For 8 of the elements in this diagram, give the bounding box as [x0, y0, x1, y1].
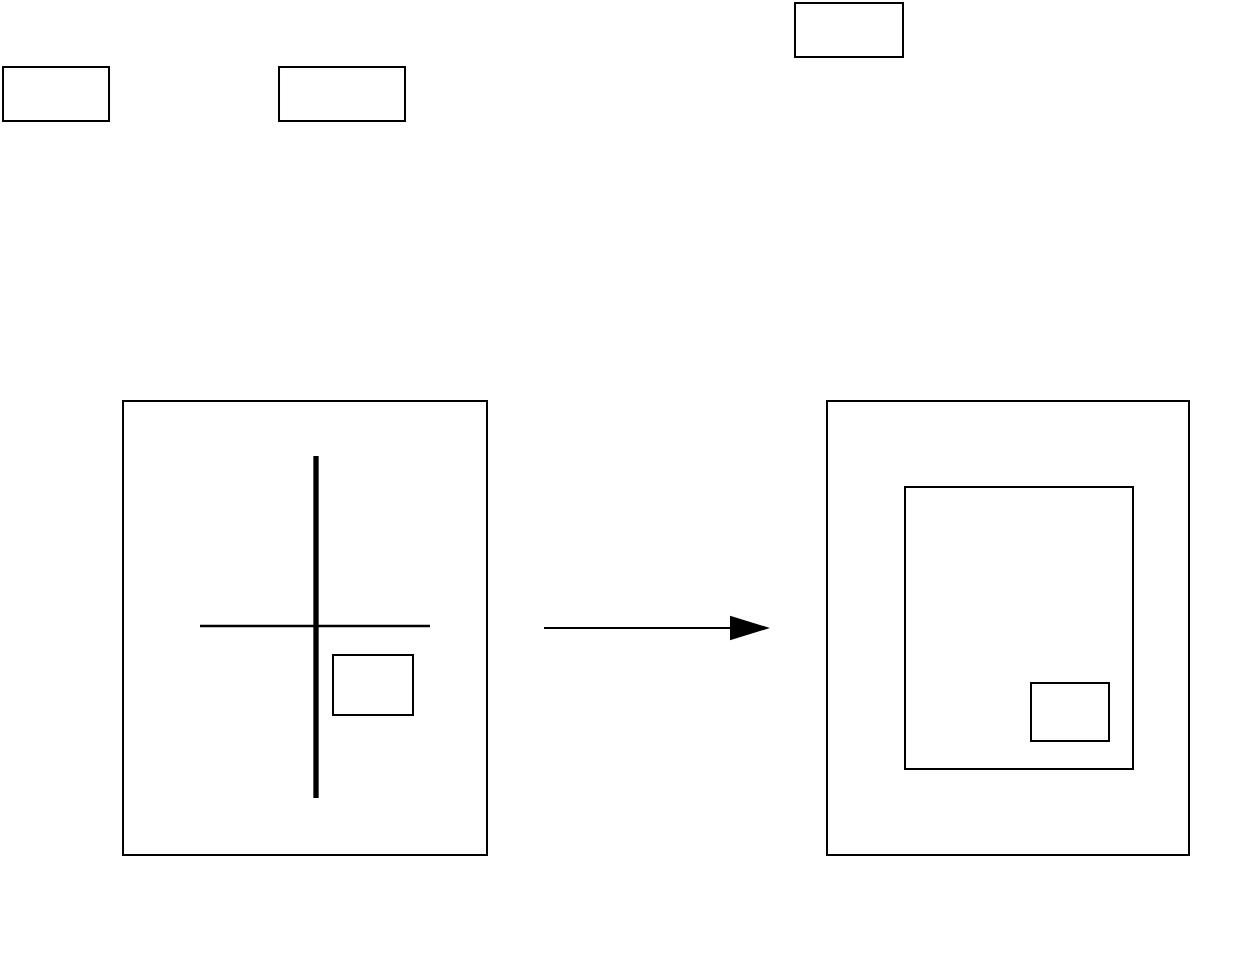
rectangle-box [794, 2, 904, 58]
rectangle-box [2, 66, 110, 122]
rectangle-box [122, 400, 488, 856]
rectangle-box [1030, 682, 1110, 742]
rectangle-box [332, 654, 414, 716]
rectangle-box [904, 486, 1134, 770]
rectangle-box [278, 66, 406, 122]
rectangle-box [826, 400, 1190, 856]
